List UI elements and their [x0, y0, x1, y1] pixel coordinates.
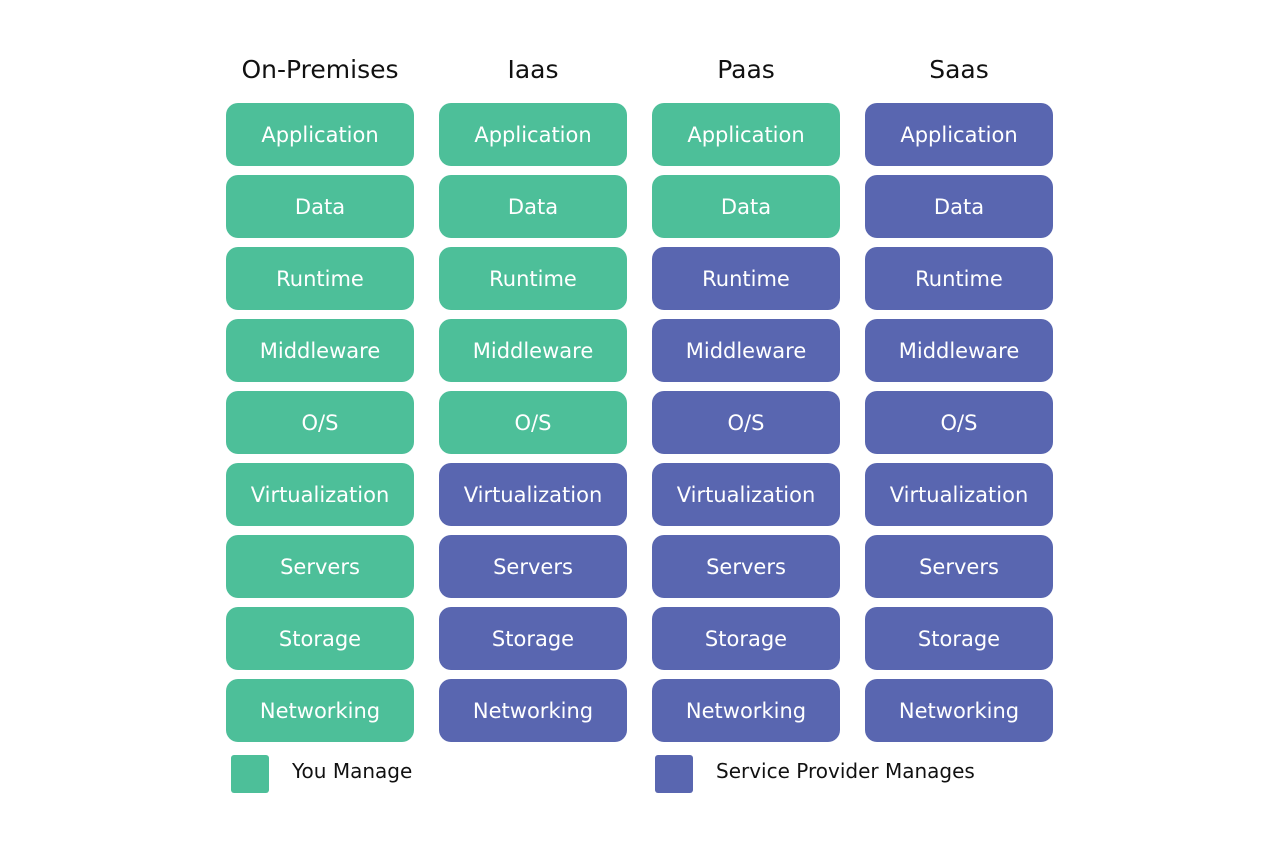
layer-application: Application — [439, 103, 627, 166]
layer-storage: Storage — [439, 607, 627, 670]
column-on-premises: On-Premises Application Data Runtime Mid… — [226, 52, 414, 751]
layer-data: Data — [226, 175, 414, 238]
legend-you-manage: You Manage — [231, 755, 491, 793]
layer-virtualization: Virtualization — [865, 463, 1053, 526]
legend-label-provider-manages: Service Provider Manages — [716, 759, 975, 783]
layer-storage: Storage — [865, 607, 1053, 670]
layer-servers: Servers — [226, 535, 414, 598]
legend-swatch-provider-manages — [655, 755, 693, 793]
layer-application: Application — [865, 103, 1053, 166]
layer-os: O/S — [652, 391, 840, 454]
layer-servers: Servers — [652, 535, 840, 598]
layer-middleware: Middleware — [865, 319, 1053, 382]
layer-data: Data — [652, 175, 840, 238]
layer-os: O/S — [226, 391, 414, 454]
column-title: Iaas — [507, 55, 559, 84]
layer-virtualization: Virtualization — [652, 463, 840, 526]
layer-os: O/S — [439, 391, 627, 454]
layer-data: Data — [865, 175, 1053, 238]
layer-data: Data — [439, 175, 627, 238]
layer-middleware: Middleware — [226, 319, 414, 382]
layer-runtime: Runtime — [226, 247, 414, 310]
layer-servers: Servers — [439, 535, 627, 598]
layer-application: Application — [226, 103, 414, 166]
layer-application: Application — [652, 103, 840, 166]
layer-servers: Servers — [865, 535, 1053, 598]
layer-runtime: Runtime — [652, 247, 840, 310]
layer-networking: Networking — [439, 679, 627, 742]
layer-networking: Networking — [865, 679, 1053, 742]
layer-middleware: Middleware — [652, 319, 840, 382]
layer-runtime: Runtime — [865, 247, 1053, 310]
column-title: On-Premises — [241, 55, 399, 84]
layer-os: O/S — [865, 391, 1053, 454]
layer-runtime: Runtime — [439, 247, 627, 310]
legend-provider-manages: Service Provider Manages — [655, 755, 1055, 793]
column-paas: Paas Application Data Runtime Middleware… — [652, 52, 840, 751]
layer-virtualization: Virtualization — [226, 463, 414, 526]
layer-storage: Storage — [226, 607, 414, 670]
layer-networking: Networking — [652, 679, 840, 742]
column-saas: Saas Application Data Runtime Middleware… — [865, 52, 1053, 751]
layer-virtualization: Virtualization — [439, 463, 627, 526]
legend-label-you-manage: You Manage — [292, 759, 413, 783]
layer-middleware: Middleware — [439, 319, 627, 382]
column-title: Saas — [929, 55, 989, 84]
column-title: Paas — [717, 55, 775, 84]
column-iaas: Iaas Application Data Runtime Middleware… — [439, 52, 627, 751]
layer-storage: Storage — [652, 607, 840, 670]
layer-networking: Networking — [226, 679, 414, 742]
legend-swatch-you-manage — [231, 755, 269, 793]
